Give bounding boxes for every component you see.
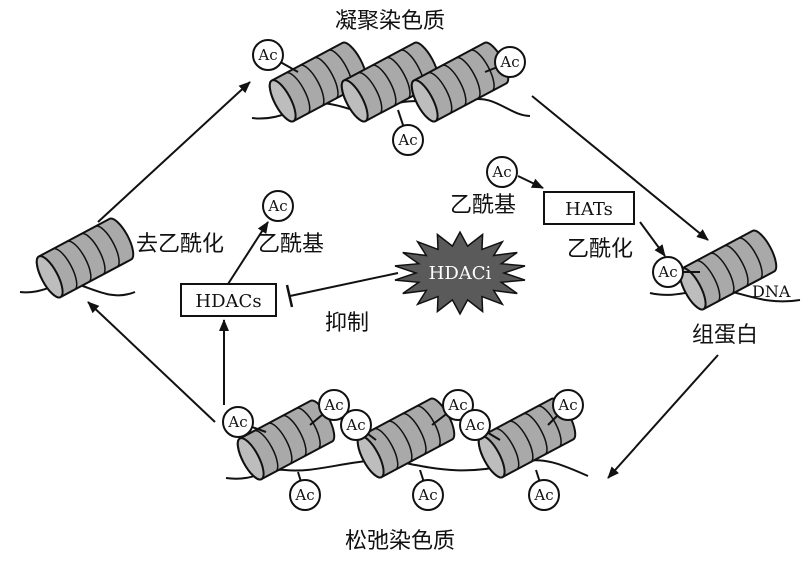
- nucleosome-top-2: [340, 41, 440, 123]
- hats-box: [543, 191, 635, 225]
- ac-tag: Ac: [289, 471, 321, 511]
- hdaci-starburst: [394, 230, 526, 316]
- condensed-chromatin-group: Ac Ac Ac: [251, 39, 531, 156]
- svg-text:Ac: Ac: [447, 396, 467, 414]
- arrow-left-to-condensed: [97, 81, 251, 223]
- deacetylation-label: 去乙酰化: [136, 232, 224, 257]
- ac-tag: Ac: [392, 109, 424, 156]
- svg-text:Ac: Ac: [417, 486, 437, 504]
- svg-text:Ac: Ac: [267, 197, 287, 215]
- condensed-chromatin-label: 凝聚染色质: [335, 9, 445, 34]
- svg-text:Ac: Ac: [557, 396, 577, 414]
- svg-text:Ac: Ac: [657, 263, 677, 281]
- hdaci-label: HDACi: [429, 263, 492, 284]
- inhibition-bar: [285, 284, 294, 308]
- inhibit-label: 抑制: [325, 311, 369, 336]
- svg-text:Ac: Ac: [491, 163, 511, 181]
- histone-label: 组蛋白: [692, 323, 758, 348]
- dna-label: DNA: [752, 282, 791, 301]
- ac-tag: Ac: [262, 190, 294, 222]
- hats-box-label: HATs: [565, 199, 613, 220]
- acetyl-label-left: 乙酰基: [258, 232, 324, 257]
- nucleosome-left: [35, 217, 135, 299]
- hdacs-box: [180, 283, 277, 317]
- ac-tag: Ac: [459, 409, 501, 441]
- ac-tag: Ac: [431, 389, 474, 426]
- arrow-condensed-to-right: [531, 95, 709, 241]
- svg-text:Ac: Ac: [294, 486, 314, 504]
- ac-tag: Ac: [547, 389, 584, 426]
- ac-tag: Ac: [340, 409, 377, 441]
- left-nucleosome-group: [19, 217, 136, 299]
- ac-tag: Ac: [309, 389, 350, 426]
- nucleosome-right: [678, 229, 778, 311]
- svg-text:Ac: Ac: [323, 396, 343, 414]
- ac-tag: Ac: [412, 469, 444, 511]
- relaxed-chromatin-group: Ac Ac Ac Ac Ac Ac Ac Ac Ac: [222, 389, 589, 511]
- svg-text:Ac: Ac: [397, 131, 417, 149]
- acetyl-label-right: 乙酰基: [450, 193, 516, 218]
- arrow-ac-to-hats: [517, 175, 544, 189]
- svg-text:Ac: Ac: [257, 46, 277, 64]
- ac-tag: Ac: [528, 469, 560, 511]
- right-nucleosome-group: Ac: [649, 229, 801, 311]
- arrow-hats-to-nucleosome: [639, 221, 666, 257]
- ac-tag: Ac: [486, 156, 518, 188]
- ac-tag: Ac: [652, 256, 700, 288]
- inhibition-line: [289, 272, 399, 297]
- svg-text:Ac: Ac: [499, 53, 519, 71]
- acetylation-label: 乙酰化: [567, 237, 633, 262]
- relaxed-chromatin-label: 松弛染色质: [345, 529, 455, 554]
- svg-text:Ac: Ac: [464, 416, 484, 434]
- nucleosome-bottom-2: [356, 397, 456, 479]
- arrow-hdacs-to-ac: [227, 221, 269, 285]
- svg-text:Ac: Ac: [533, 486, 553, 504]
- ac-tag: Ac: [484, 46, 526, 78]
- svg-text:Ac: Ac: [227, 413, 247, 431]
- arrow-relaxed-to-left: [87, 301, 216, 423]
- ac-tag: Ac: [222, 406, 267, 438]
- svg-text:Ac: Ac: [345, 416, 365, 434]
- arrow-right-to-relaxed: [607, 354, 719, 479]
- nucleosome-top-3: [410, 41, 510, 123]
- hdacs-box-label: HDACs: [195, 291, 261, 312]
- ac-tag: Ac: [252, 39, 299, 73]
